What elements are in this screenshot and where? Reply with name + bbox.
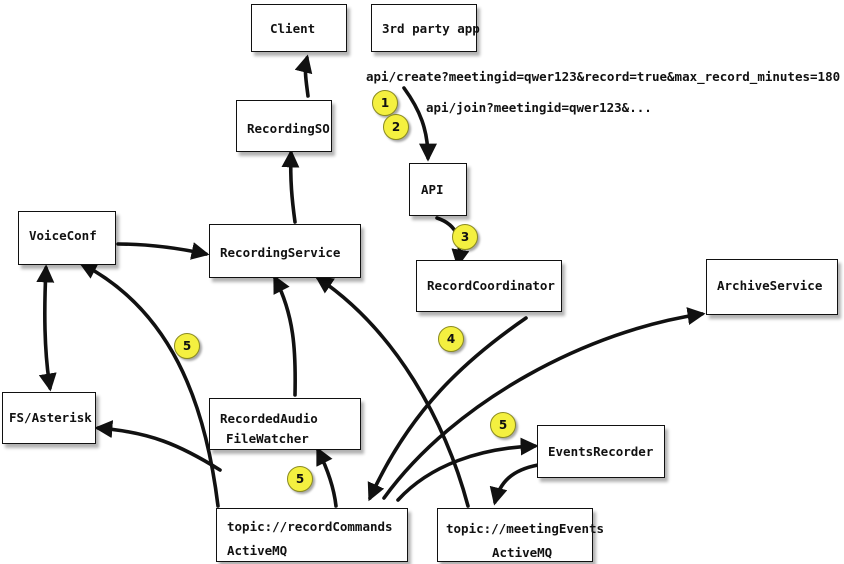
arrow-recordingso-to-client [294,54,313,98]
arrow-recordcommands-to-archiveservice [382,307,706,500]
arrow-filewatcher-to-recordingservice [273,274,297,397]
arrow-recordingservice-to-recordingso [281,149,300,224]
third-party-app-node: 3rd party app [371,4,480,52]
recordcoordinator-label: RecordCoordinator [427,278,555,293]
arrow-voiceconf-fsasterisk [36,264,57,392]
step-badge-5-filewatcher: 5 [287,466,313,492]
filewatcher-node: RecordedAudio FileWatcher [209,398,361,450]
recordcommands-label-line2: ActiveMQ [227,543,288,558]
client-label: Client [270,21,316,36]
api-label: API [421,182,444,197]
step-badge-2: 2 [383,114,409,140]
step-badge-3: 3 [452,224,478,250]
eventsrecorder-node: EventsRecorder [537,425,665,478]
eventsrecorder-label: EventsRecorder [548,444,654,459]
step-badge-5-eventsrecorder: 5 [490,412,516,438]
arrow-recordcommands-to-filewatcher [316,446,338,508]
arrow-meetingevents-to-recordingservice [315,275,470,508]
archiveservice-label: ArchiveService [717,278,823,293]
join-call-annotation: api/join?meetingid=qwer123&... [426,100,652,115]
meetingevents-label-line2: ActiveMQ [492,545,553,560]
meetingevents-label-line1: topic://meetingEvents [446,521,605,536]
step-badge-4: 4 [438,326,464,352]
client-node: Client [251,4,347,52]
recordcoordinator-node: RecordCoordinator [416,260,562,312]
arrow-recordcommands-to-fsasterisk [94,420,222,472]
recordingservice-node: RecordingService [209,224,361,278]
recordingservice-label: RecordingService [220,245,341,260]
recordcommands-label-line1: topic://recordCommands [227,519,393,534]
filewatcher-label-line2: FileWatcher [226,431,309,446]
fsasterisk-node: FS/Asterisk [2,392,96,444]
create-call-annotation: api/create?meetingid=qwer123&record=true… [366,69,841,84]
fsasterisk-label: FS/Asterisk [9,410,92,425]
recordingso-node: RecordingSO [236,100,332,152]
voiceconf-label: VoiceConf [29,228,97,243]
arrow-recordcommands-to-voiceconf [78,262,220,508]
step-badge-1: 1 [372,90,398,116]
filewatcher-label-line1: RecordedAudio [220,411,318,426]
third-party-app-label: 3rd party app [382,21,480,36]
api-node: API [409,163,467,216]
step-badge-5-voiceconf: 5 [174,333,200,359]
arrow-voiceconf-to-recordingservice [116,242,210,260]
arrow-recordcoordinator-to-recordcommands [367,316,528,502]
arrow-eventsrecorder-to-meetingevents [489,463,540,506]
arrow-thirdparty-to-api [402,86,437,162]
recordcommands-node: topic://recordCommands ActiveMQ [216,508,408,562]
archiveservice-node: ArchiveService [706,259,838,315]
voiceconf-node: VoiceConf [18,211,116,265]
recordingso-label: RecordingSO [247,121,330,136]
arrow-recordcommands-to-eventsrecorder [396,437,539,502]
meetingevents-node: topic://meetingEvents ActiveMQ [437,508,604,562]
